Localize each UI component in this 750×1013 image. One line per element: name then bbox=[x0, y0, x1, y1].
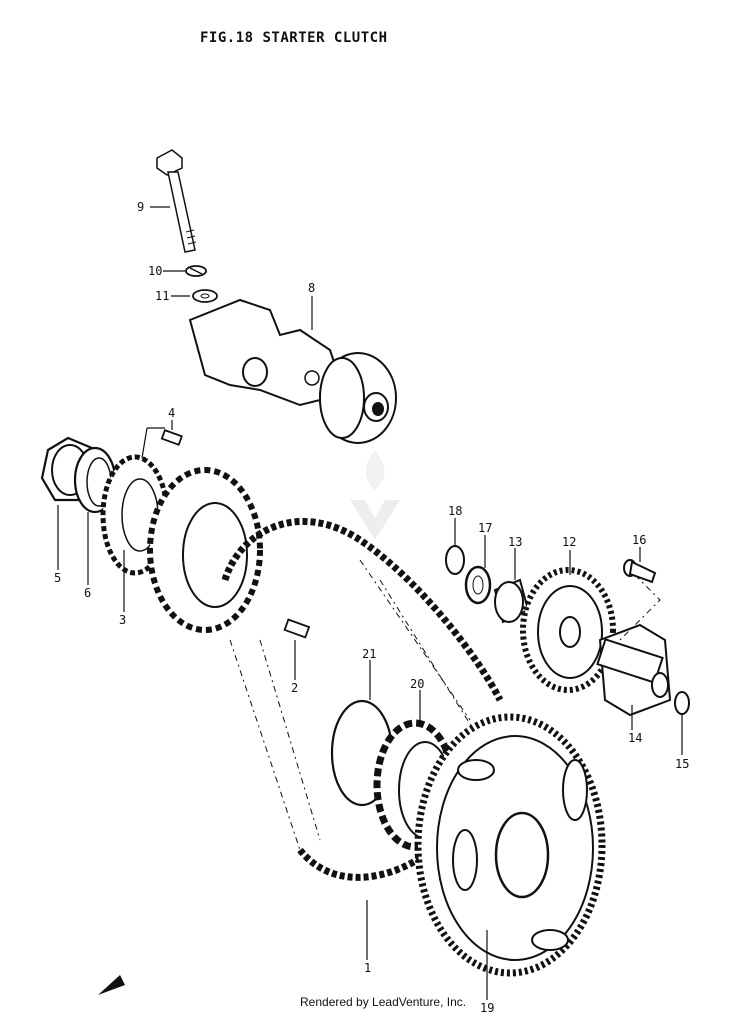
callout-15: 15 bbox=[675, 757, 689, 771]
chain-part-1[interactable] bbox=[221, 518, 504, 881]
leader-lines bbox=[57, 206, 683, 1000]
idler-gear-part-12[interactable] bbox=[520, 567, 616, 693]
screw-part-16[interactable] bbox=[623, 559, 657, 584]
circlip-part-18[interactable] bbox=[445, 545, 465, 575]
key-part-2[interactable] bbox=[283, 618, 311, 639]
callout-18: 18 bbox=[448, 504, 462, 518]
callout-2: 2 bbox=[291, 681, 298, 695]
callout-4: 4 bbox=[168, 406, 175, 420]
washer-part-11[interactable] bbox=[192, 289, 218, 303]
callout-14: 14 bbox=[628, 731, 642, 745]
starter-driven-gear-part-19[interactable] bbox=[414, 713, 606, 977]
arrow-icon bbox=[98, 975, 125, 995]
callout-17: 17 bbox=[478, 521, 492, 535]
render-credit: Rendered by LeadVenture, Inc. bbox=[300, 995, 467, 1009]
lock-washer-part-10[interactable] bbox=[185, 265, 207, 277]
callout-19: 19 bbox=[480, 1001, 494, 1013]
callout-1: 1 bbox=[364, 961, 371, 975]
callout-9: 9 bbox=[137, 200, 144, 214]
callout-3: 3 bbox=[119, 613, 126, 627]
large-sprocket-part[interactable] bbox=[147, 467, 263, 633]
callout-20: 20 bbox=[410, 677, 424, 691]
idler-shaft-part-14[interactable] bbox=[596, 623, 672, 717]
needle-bearing-part-13[interactable] bbox=[493, 578, 530, 624]
washer-part-17[interactable] bbox=[464, 565, 492, 605]
bolt-part-9[interactable] bbox=[156, 149, 197, 253]
callout-16: 16 bbox=[632, 533, 646, 547]
callout-12: 12 bbox=[562, 535, 576, 549]
callout-13: 13 bbox=[508, 535, 522, 549]
watermark-logo bbox=[350, 450, 400, 540]
callout-6: 6 bbox=[84, 586, 91, 600]
callout-11: 11 bbox=[155, 289, 169, 303]
circlip-part-15[interactable] bbox=[674, 691, 690, 715]
callout-10: 10 bbox=[148, 264, 162, 278]
chain-tensioner-part-8[interactable] bbox=[188, 298, 397, 444]
figure-title: FIG.18 STARTER CLUTCH bbox=[200, 30, 388, 46]
callout-21: 21 bbox=[362, 647, 376, 661]
callout-5: 5 bbox=[54, 571, 61, 585]
key-part-4[interactable] bbox=[160, 429, 183, 446]
callout-8: 8 bbox=[308, 281, 315, 295]
